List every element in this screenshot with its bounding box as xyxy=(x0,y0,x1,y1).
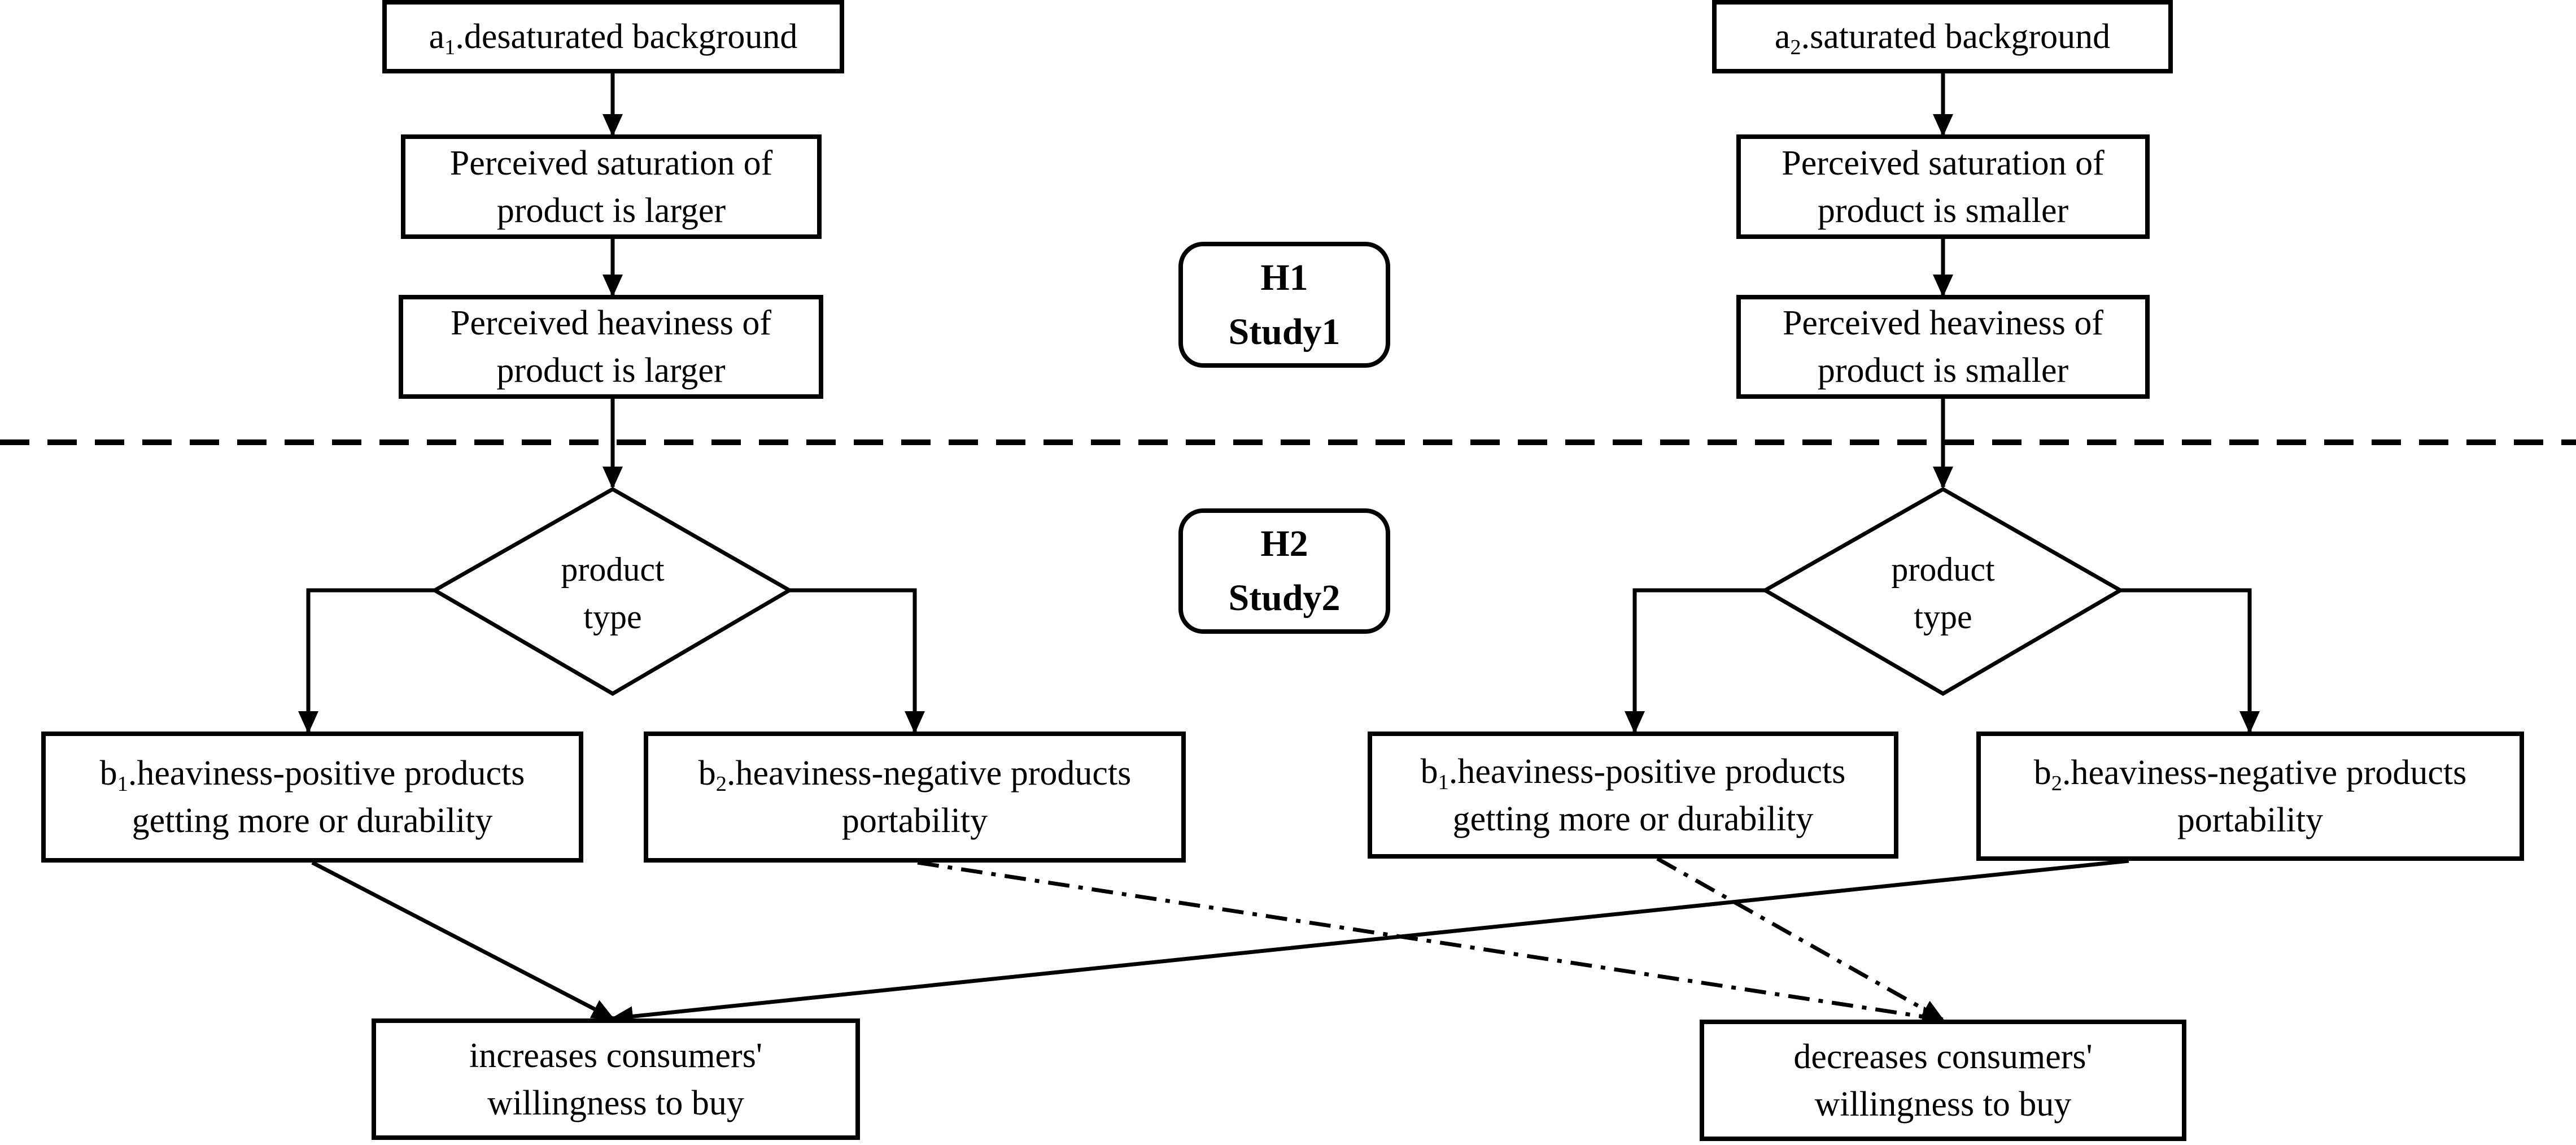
left-saturation-box: Perceived saturation of product is large… xyxy=(401,134,822,239)
arrow-right-decision-to-negative xyxy=(2120,588,2260,734)
left-decision-line1: product xyxy=(561,551,665,588)
right-negative-products-box: b2.heaviness-negative products portabili… xyxy=(1976,732,2524,861)
right-saturation-box: Perceived saturation of product is small… xyxy=(1736,134,2150,239)
arrow-left-decision-to-positive xyxy=(298,588,435,734)
h1-label: H1 xyxy=(1260,256,1308,298)
right-saturation-line2: product is smaller xyxy=(1817,191,2069,230)
arrow-right-positive-to-decrease xyxy=(1656,856,1945,1022)
left-background-box: a1.desaturated background xyxy=(382,0,844,73)
decrease-willingness-box: decreases consumers' willingness to buy xyxy=(1700,1020,2186,1141)
right-background-label: a2.saturated background xyxy=(1774,18,2111,59)
right-heaviness-box: Perceived heaviness of product is smalle… xyxy=(1736,295,2150,399)
arrow-left-negative-to-decrease xyxy=(917,860,1945,1027)
increase-willingness-box: increases consumers' willingness to buy xyxy=(372,1018,860,1140)
arrow-left-positive-to-increase xyxy=(311,860,615,1021)
left-heaviness-box: Perceived heaviness of product is larger xyxy=(399,295,823,399)
arrow-left-decision-to-negative xyxy=(789,588,925,734)
right-positive-line1: b1.heaviness-positive products xyxy=(1420,752,1846,794)
right-background-box: a2.saturated background xyxy=(1712,0,2173,73)
right-heaviness-line1: Perceived heaviness of xyxy=(1782,304,2104,342)
left-background-label: a1.desaturated background xyxy=(429,18,798,59)
right-negative-line2: portability xyxy=(2177,800,2324,839)
left-decision-label: product type xyxy=(508,548,717,638)
left-negative-line1: b2.heaviness-negative products xyxy=(698,754,1132,796)
left-positive-line1: b1.heaviness-positive products xyxy=(99,754,525,796)
arrow-right-negative-to-increase xyxy=(610,859,2129,1027)
decrease-line2: willingness to buy xyxy=(1814,1085,2072,1124)
left-heaviness-line2: product is larger xyxy=(496,351,726,390)
increase-line2: willingness to buy xyxy=(487,1083,744,1122)
left-decision-diamond xyxy=(430,486,793,696)
h2-study2-badge: H2 Study2 xyxy=(1178,508,1390,634)
study1-label: Study1 xyxy=(1228,311,1341,352)
h2-label: H2 xyxy=(1260,523,1308,564)
right-positive-line2: getting more or durability xyxy=(1452,799,1814,838)
left-negative-products-box: b2.heaviness-negative products portabili… xyxy=(644,732,1186,863)
right-decision-label: product type xyxy=(1839,548,2047,638)
increase-line1: increases consumers' xyxy=(469,1036,763,1075)
arrow-right-decision-to-positive xyxy=(1625,588,1765,734)
right-decision-line2: type xyxy=(1914,598,1972,635)
right-saturation-line1: Perceived saturation of xyxy=(1782,143,2105,182)
left-saturation-line2: product is larger xyxy=(496,191,726,230)
left-decision-line2: type xyxy=(583,598,642,635)
left-saturation-line1: Perceived saturation of xyxy=(449,143,773,182)
right-decision-diamond xyxy=(1761,486,2125,696)
right-decision-line1: product xyxy=(1891,551,1995,588)
left-heaviness-line1: Perceived heaviness of xyxy=(450,304,772,342)
h1-study1-badge: H1 Study1 xyxy=(1178,242,1390,368)
left-negative-line2: portability xyxy=(841,802,988,840)
decrease-line1: decreases consumers' xyxy=(1793,1037,2093,1076)
right-positive-products-box: b1.heaviness-positive products getting m… xyxy=(1368,732,1898,859)
study2-label: Study2 xyxy=(1228,577,1341,619)
left-positive-line2: getting more or durability xyxy=(132,802,493,840)
right-negative-line1: b2.heaviness-negative products xyxy=(2033,753,2467,795)
left-positive-products-box: b1.heaviness-positive products getting m… xyxy=(41,732,583,863)
right-heaviness-line2: product is smaller xyxy=(1817,351,2069,390)
